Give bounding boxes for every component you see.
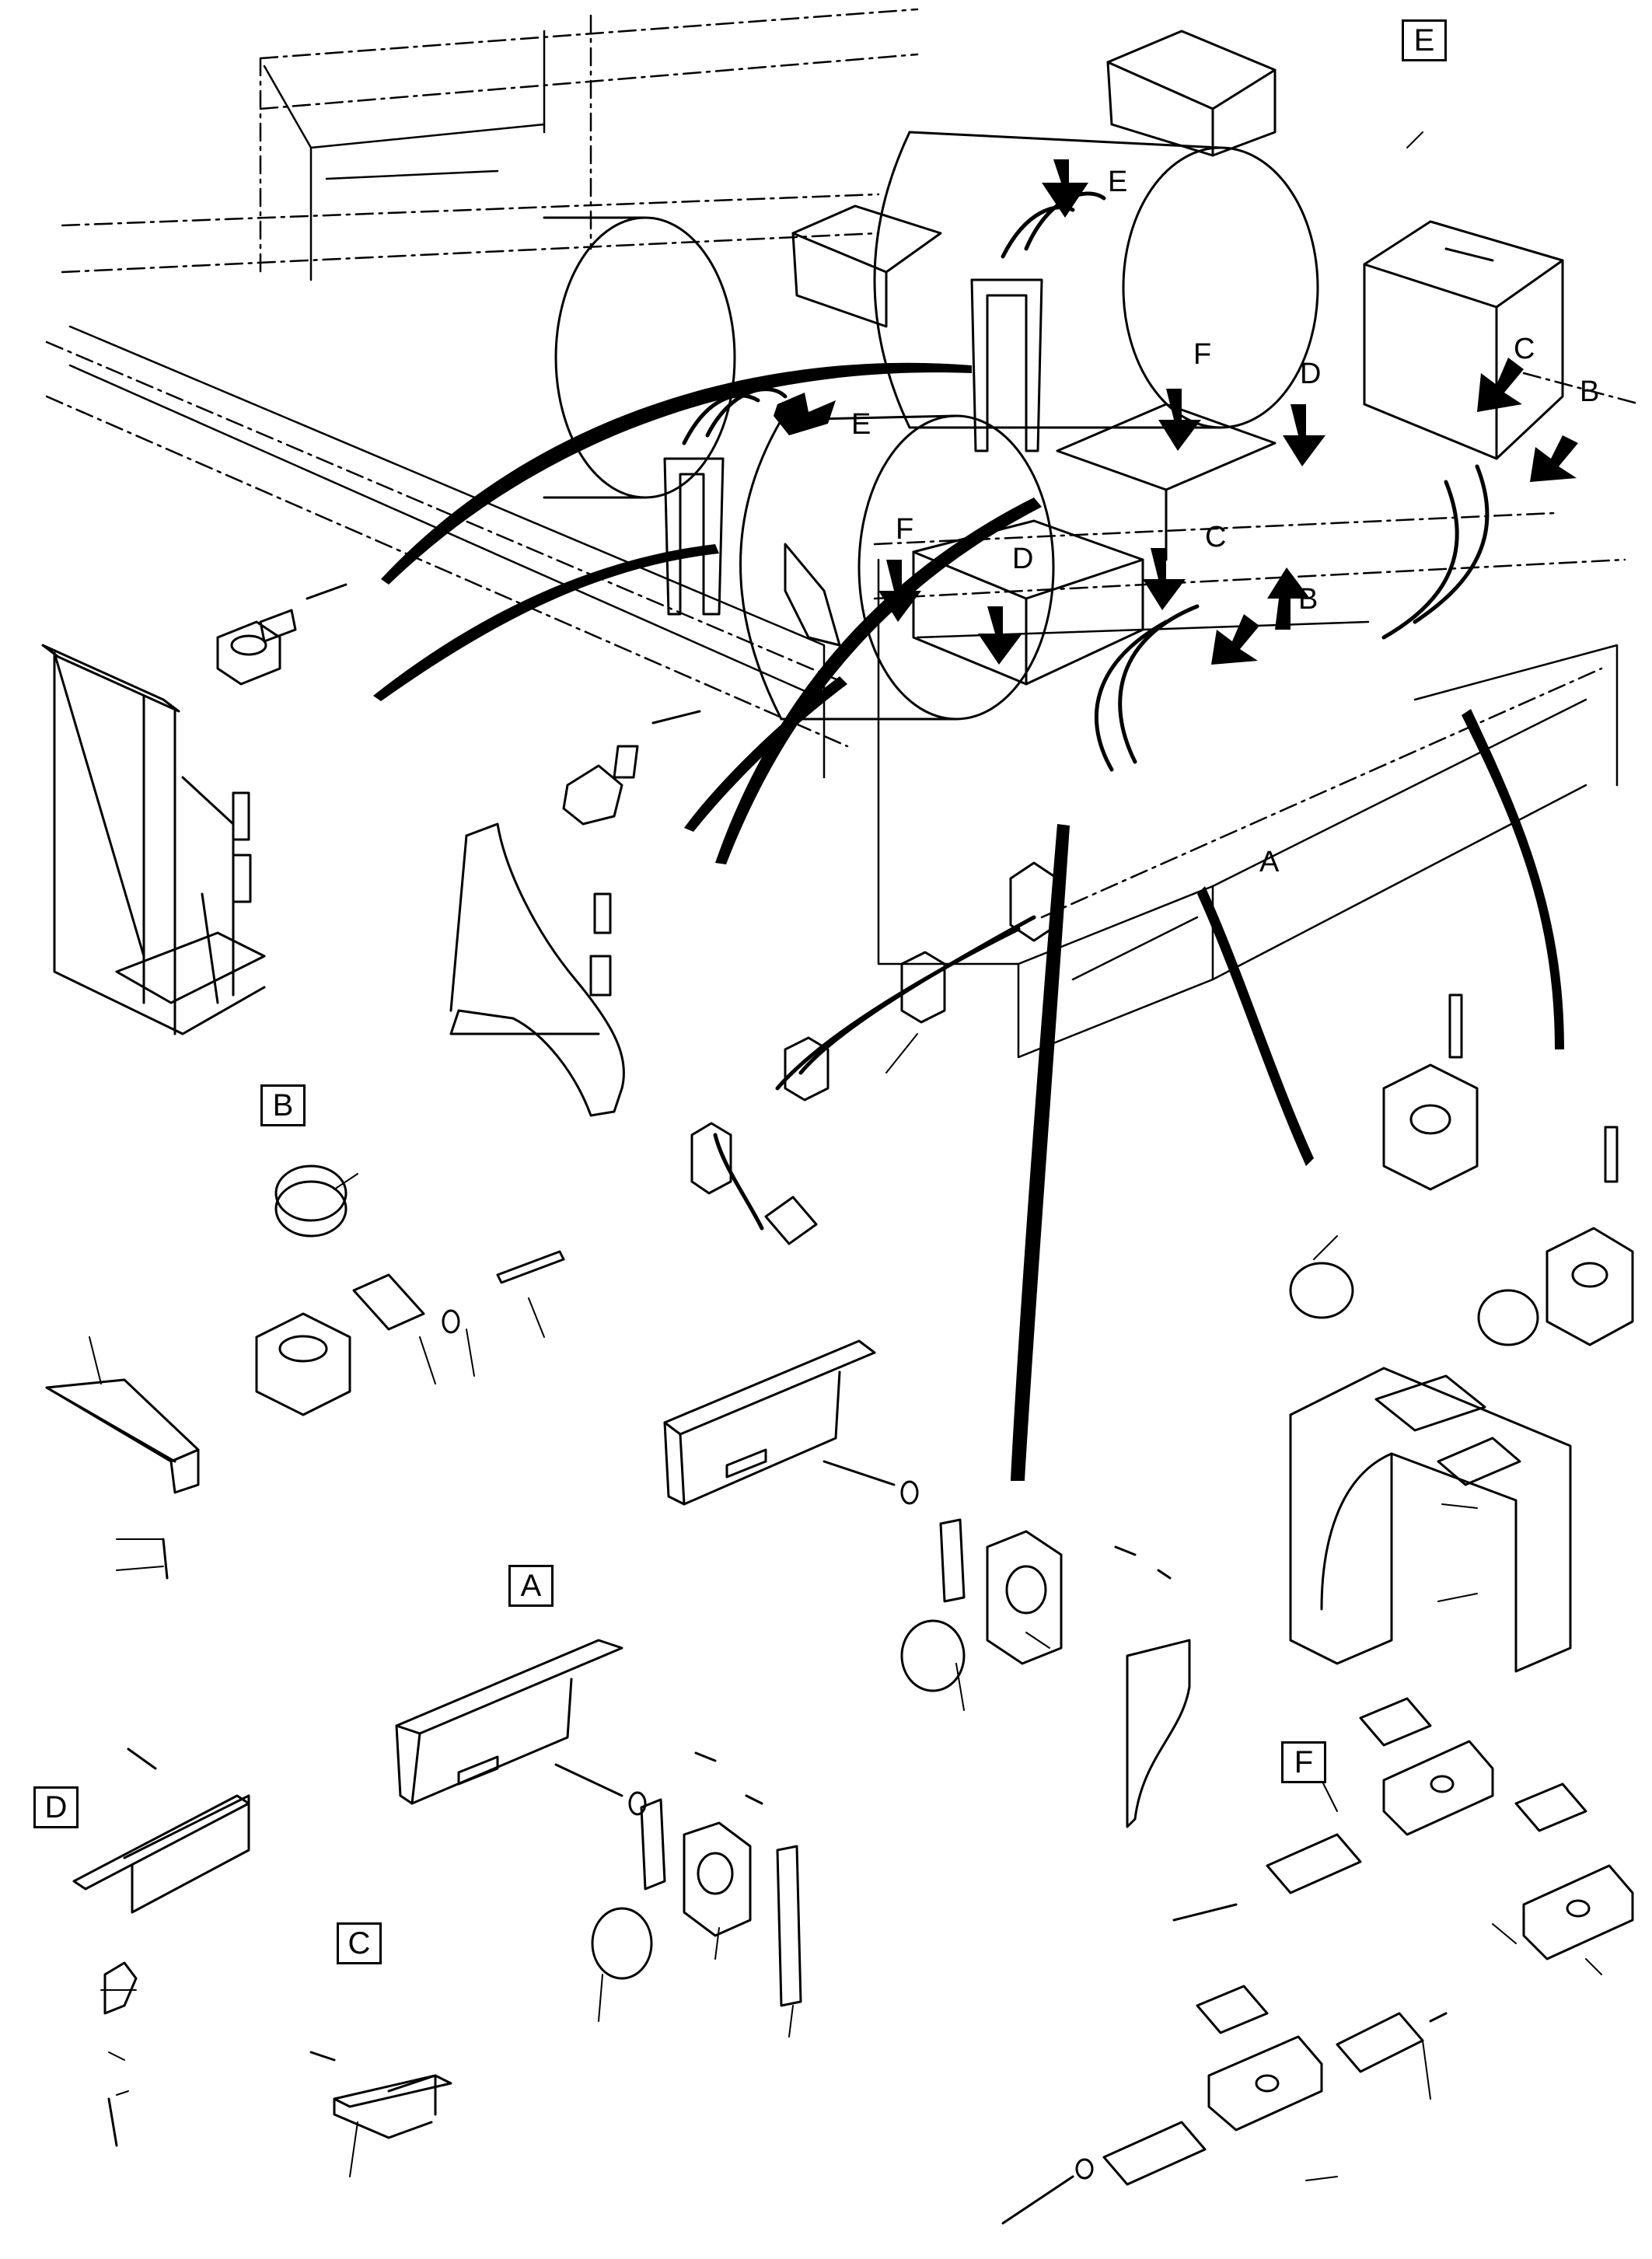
leader-arrows <box>373 362 1564 1481</box>
callout-c-upper: C <box>1514 333 1535 365</box>
detail-b-parts <box>45 1164 565 1580</box>
detail-f-parts <box>1001 1697 1634 2225</box>
frame-outline <box>45 8 1642 919</box>
callout-b-upper: B <box>1580 375 1600 408</box>
clamp-parts-b <box>216 583 348 903</box>
battery-box <box>1363 220 1564 460</box>
detail-label-d: D <box>33 1786 79 1828</box>
hopper-top <box>791 30 1277 328</box>
support-frame-right <box>1289 993 1634 1673</box>
detail-a-hardware <box>823 1460 1191 1828</box>
clamp-mid <box>562 710 701 997</box>
tank-left <box>739 414 1055 721</box>
detail-a-bottom <box>395 1639 802 2007</box>
detail-label-a: A <box>508 1565 554 1607</box>
callout-d-lower: D <box>1012 543 1034 575</box>
tank-rear-left <box>543 216 736 499</box>
callout-a: A <box>1259 846 1280 878</box>
callout-e-upper: E <box>1108 166 1128 198</box>
callout-b-lower: B <box>1298 583 1318 616</box>
callout-d-upper: D <box>1300 358 1322 390</box>
foreground-harness <box>690 861 1059 1245</box>
callout-f-lower: F <box>896 513 914 546</box>
support-stand-b <box>41 644 266 1035</box>
callout-e-lower: E <box>851 408 871 441</box>
bracket-c-shape <box>449 822 625 1117</box>
tank-rear-right <box>873 131 1319 429</box>
harness-clamp-stands <box>663 278 1043 647</box>
detail-d-parts <box>72 1747 250 2147</box>
detail-a-bracket <box>663 1339 876 1506</box>
callout-f-upper: F <box>1193 338 1212 371</box>
leader-lines <box>89 131 1602 2181</box>
detail-c-parts <box>309 2051 452 2139</box>
detail-label-f: F <box>1281 1741 1326 1783</box>
detail-label-b: B <box>260 1084 306 1126</box>
frame-solid-lines <box>68 30 1619 1059</box>
pointer-arrows <box>774 159 1578 665</box>
detail-label-c: C <box>337 1922 382 1964</box>
detail-label-e: E <box>1402 19 1447 61</box>
callout-c-lower: C <box>1205 521 1227 553</box>
